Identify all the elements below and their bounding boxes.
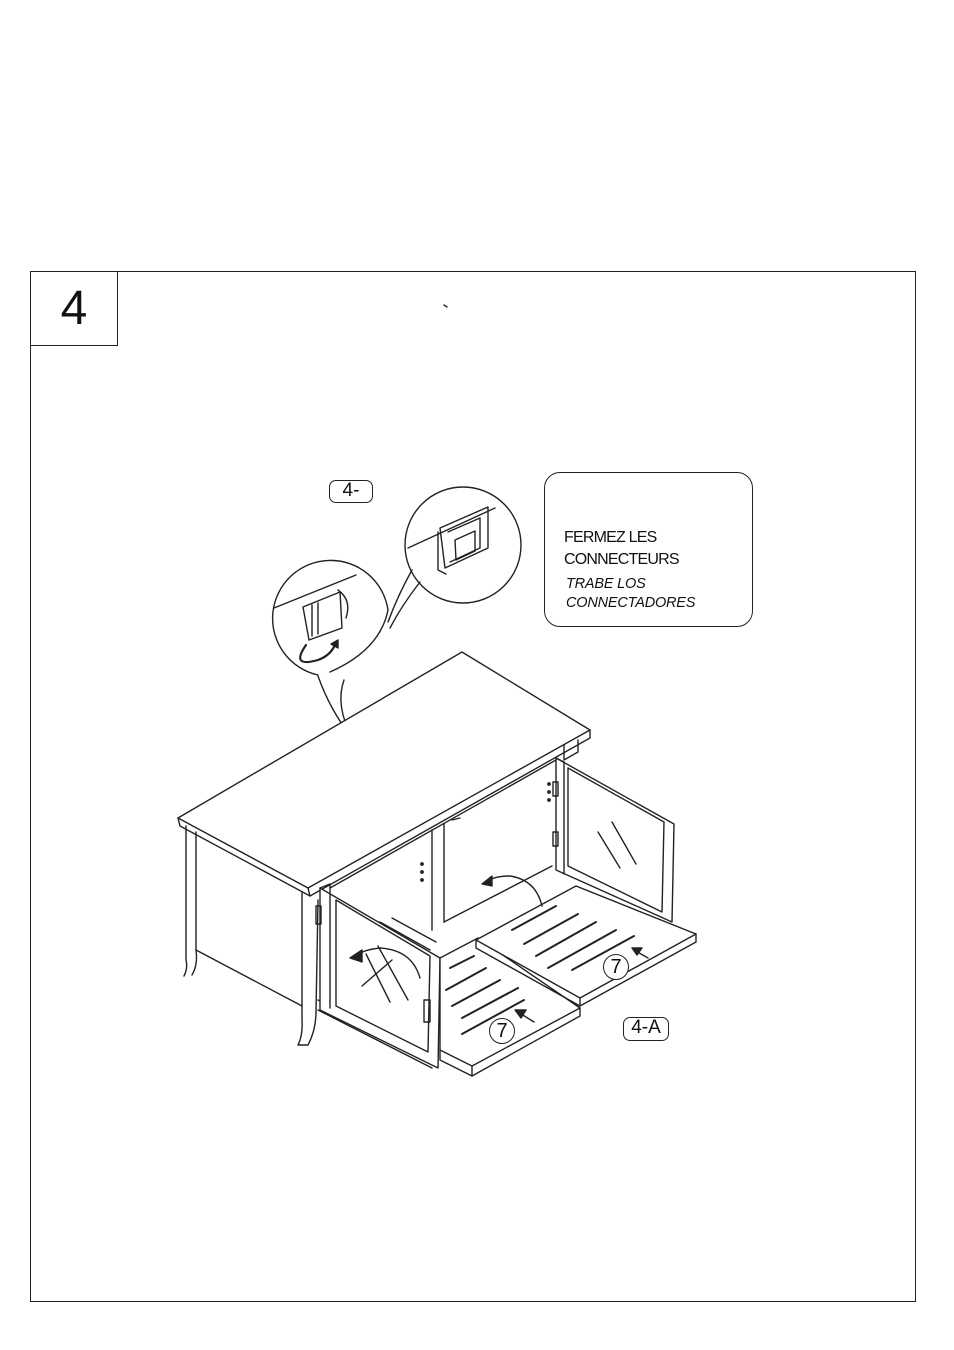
instruction-callout: FERMEZ LES CONNECTEURS TRABE LOS CONNECT…: [544, 472, 753, 627]
part-number-right: 7: [603, 954, 629, 980]
part-number-left: 7: [489, 1018, 515, 1044]
instruction-fr-line2: CONNECTEURS: [564, 551, 679, 569]
detail-circle-open: [273, 560, 388, 675]
panel-label: 4-A: [623, 1017, 669, 1041]
cabinet-top: [178, 652, 590, 896]
instruction-es-line1: TRABE LOS: [566, 576, 646, 592]
instruction-es-line2: CONNECTADORES: [566, 595, 695, 611]
instruction-fr-line1: FERMEZ LES: [564, 529, 656, 547]
detail-circle-closed: [405, 487, 521, 603]
detail-label: 4-: [329, 480, 373, 503]
stray-mark: [444, 305, 447, 307]
